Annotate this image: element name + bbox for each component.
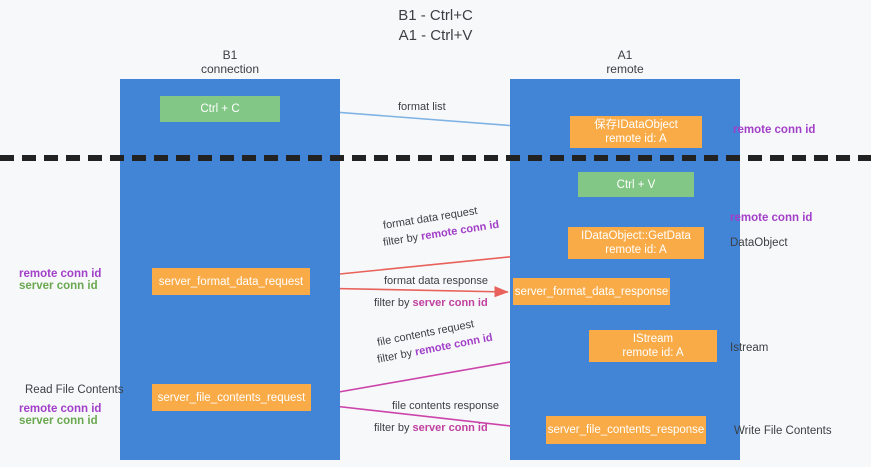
annotation-left-read-file-contents-group: Read File Contents	[25, 384, 123, 396]
node-server-file-contents-request[interactable]: server_file_contents_request	[152, 384, 311, 411]
annotation-left-server-conn-id: server conn id	[19, 280, 98, 292]
annotation-right-remote-conn-id-mid: remote conn id	[730, 212, 813, 224]
annotation-right-remote-conn-id-top: remote conn id	[733, 124, 816, 136]
edge-label-format-data-request: format data request filter by remote con…	[382, 205, 500, 250]
node-server-format-data-request[interactable]: server_format_data_request	[152, 268, 310, 295]
edge-label-file-contents-request: file contents request filter by remote c…	[376, 318, 493, 367]
edge-label-file-contents-response: file contents response filter by server …	[374, 399, 500, 435]
edge-label-line1: format data response	[384, 275, 488, 287]
edge-format-data-response	[307, 286, 509, 298]
edge-label-line1: file contents response	[392, 400, 500, 412]
edge-label-prefix: filter by	[374, 297, 413, 309]
column-header-a1: A1 remote	[606, 48, 644, 76]
edge-label-prefix: filter by	[382, 230, 423, 249]
annotation-right-write-file-contents: Write File Contents	[734, 425, 832, 437]
edge-label-key: server conn id	[412, 422, 488, 434]
edge-label-prefix: filter by	[376, 346, 417, 366]
annotation-left-read-file-contents: Read File Contents	[25, 384, 124, 396]
edge-label-format-list: format list	[398, 101, 446, 113]
node-idataobject-store[interactable]: 保存IDataObject remote id: A	[570, 116, 702, 148]
node-server-file-contents-response[interactable]: server_file_contents_response	[546, 416, 706, 444]
column-header-b1: B1 connection	[200, 48, 260, 76]
edge-label-format-data-response: format data response filter by server co…	[374, 274, 488, 310]
node-ctrl-v[interactable]: Ctrl + V	[578, 172, 694, 197]
edge-label-prefix: filter by	[374, 422, 413, 434]
annotation-left-remote-conn-id-2: remote conn id	[19, 403, 102, 415]
edge-label-key: server conn id	[412, 297, 488, 309]
edge-file-contents-response	[315, 403, 547, 435]
node-istream[interactable]: IStream remote id: A	[589, 330, 717, 362]
annotation-right-dataobject: DataObject	[730, 237, 788, 249]
annotation-left-remote-conn-id: remote conn id	[19, 268, 102, 280]
node-idataobject-getdata[interactable]: IDataObject::GetData remote id: A	[568, 227, 704, 259]
annotation-left-conn-ids: remote conn id server conn id	[19, 268, 101, 292]
annotation-right-istream: Istream	[730, 342, 769, 354]
node-server-format-data-response[interactable]: server_format_data_response	[513, 278, 670, 305]
phase-divider	[0, 155, 871, 161]
page-title: B1 - Ctrl+C A1 - Ctrl+V	[398, 7, 473, 44]
annotation-left-server-conn-id-2: server conn id	[19, 415, 98, 427]
node-ctrl-c[interactable]: Ctrl + C	[160, 96, 280, 122]
annotation-left-conn-ids-2: remote conn id server conn id	[19, 403, 101, 427]
